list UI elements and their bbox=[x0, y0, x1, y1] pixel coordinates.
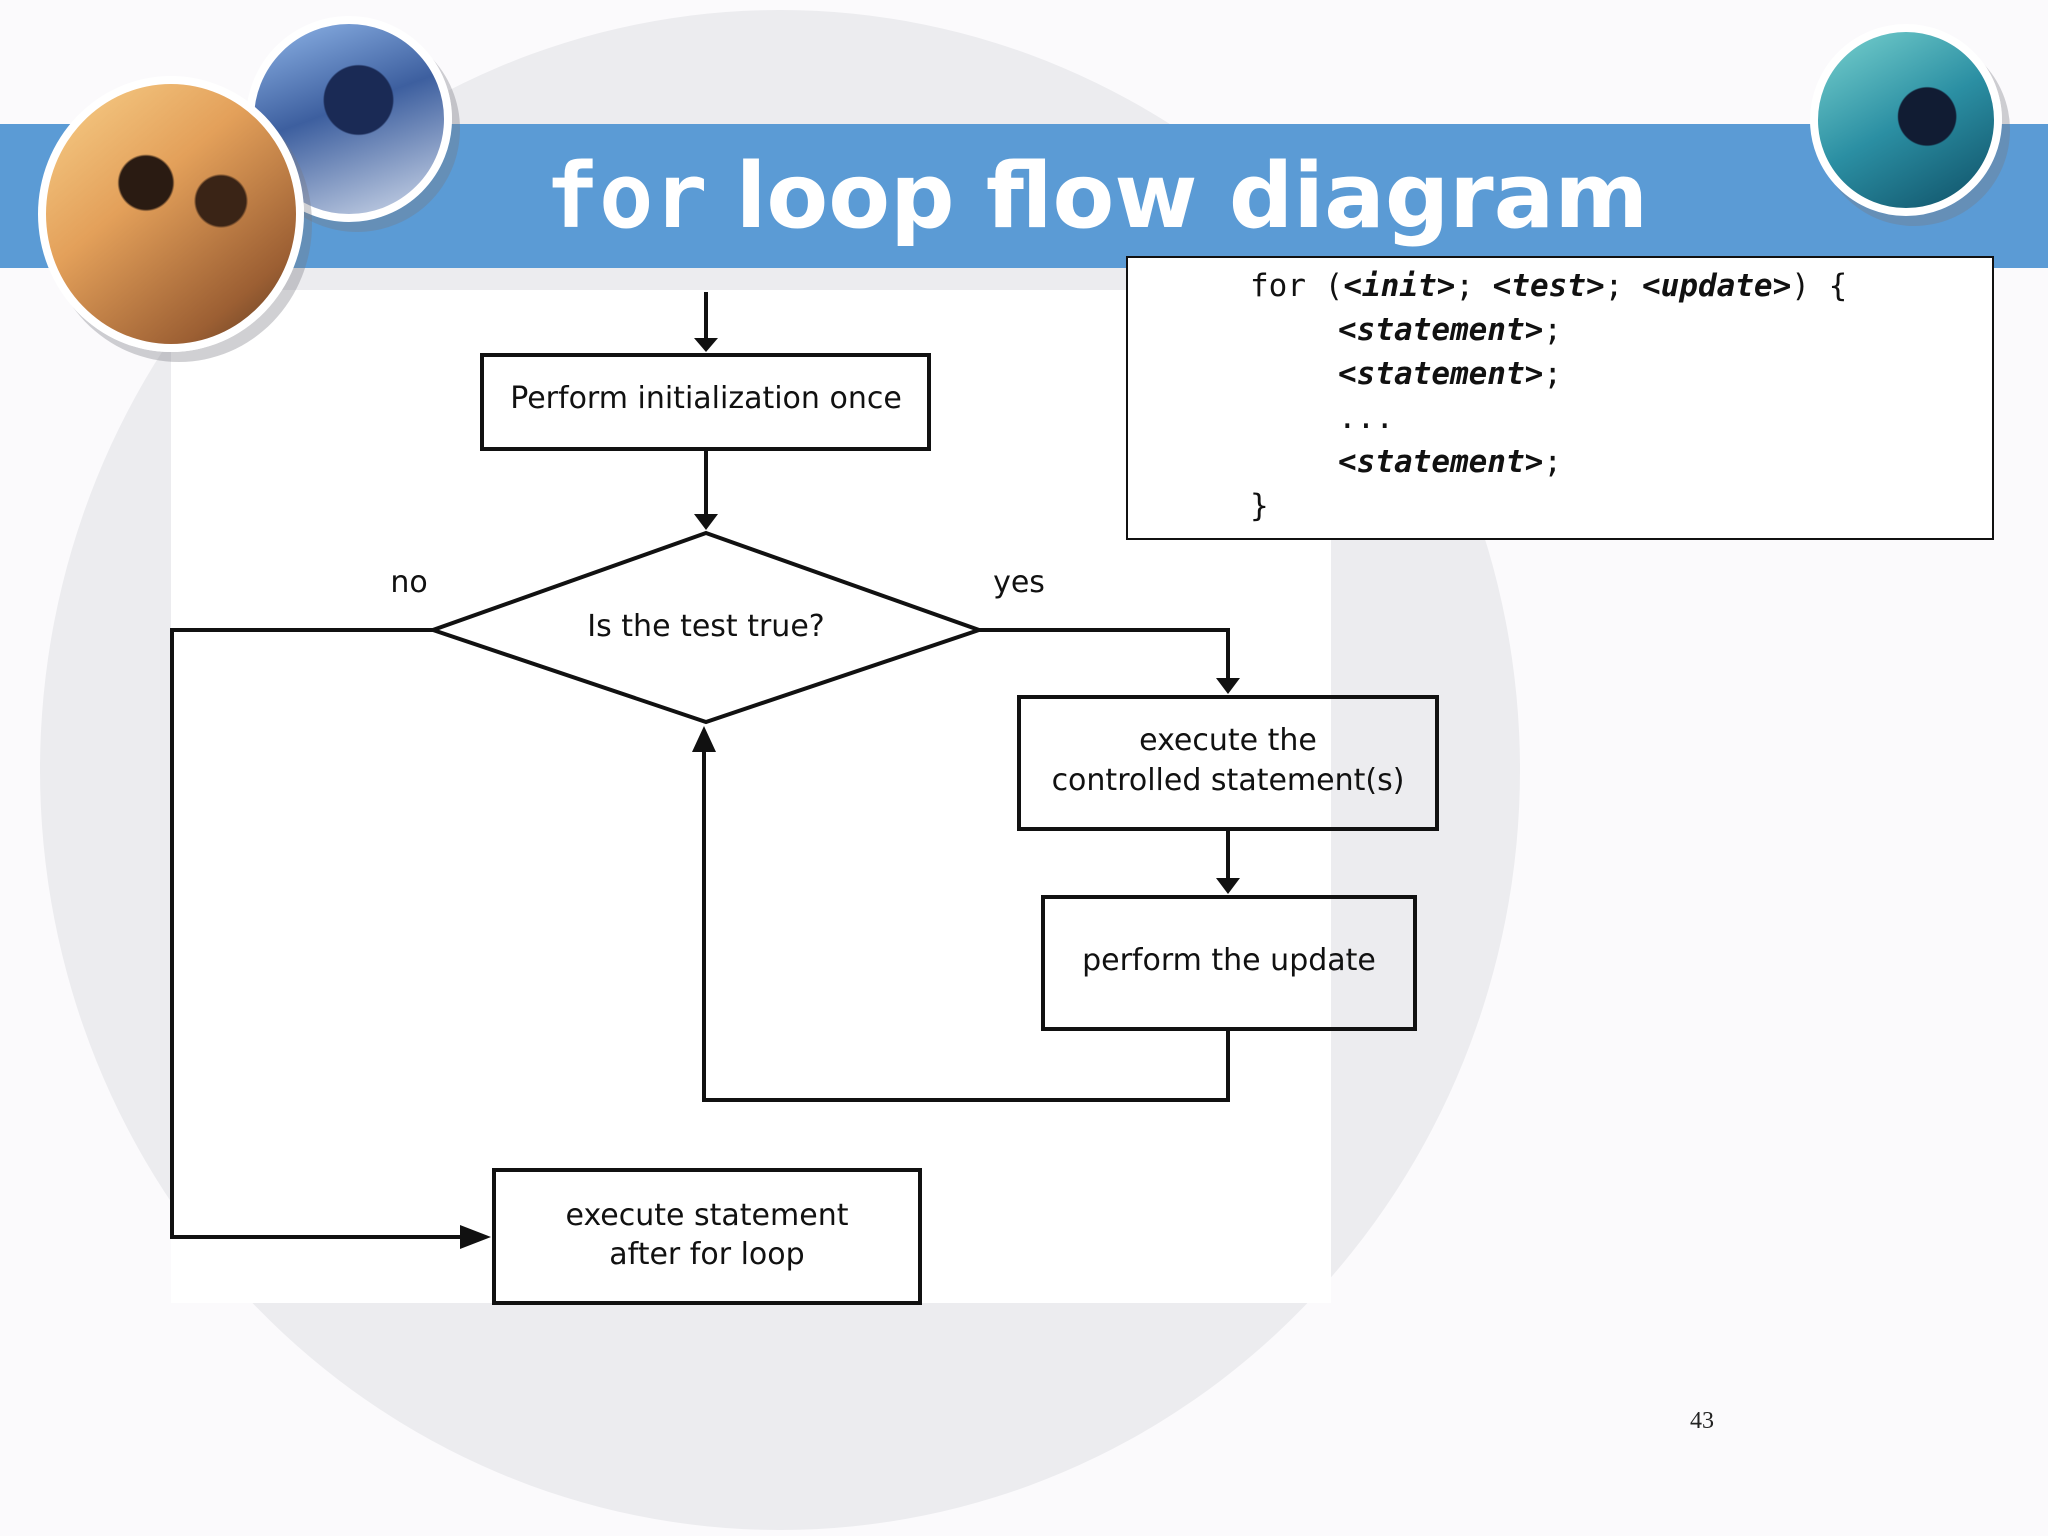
code-statement-line: <statement>; bbox=[1338, 310, 1562, 350]
code-separator: ; bbox=[1455, 268, 1493, 304]
code-line-close: } bbox=[1250, 486, 1269, 526]
init-box-label: Perform initialization once bbox=[510, 381, 902, 416]
code-statement: <statement> bbox=[1338, 312, 1544, 348]
after-loop-label-line2: after for loop bbox=[609, 1237, 804, 1272]
arrowhead bbox=[694, 338, 718, 352]
body-label-line1: execute the bbox=[1139, 723, 1317, 758]
decision-label: Is the test true? bbox=[587, 609, 824, 644]
update-box bbox=[1041, 895, 1417, 1031]
businessman-photo bbox=[1810, 24, 2002, 216]
code-ellipsis: ... bbox=[1338, 400, 1394, 436]
slide-title: for loop flow diagram bbox=[545, 124, 1648, 268]
arrowhead bbox=[1216, 878, 1240, 894]
body-box bbox=[1017, 695, 1439, 831]
page-number: 43 bbox=[1690, 1408, 1714, 1434]
team-meeting-photo bbox=[38, 76, 304, 352]
code-ellipsis-line: ... bbox=[1338, 398, 1394, 438]
code-update: <update> bbox=[1641, 268, 1792, 304]
yes-label: yes bbox=[993, 565, 1045, 600]
title-code-keyword: for bbox=[545, 143, 708, 249]
code-separator: ; bbox=[1604, 268, 1642, 304]
update-box-label: perform the update bbox=[1082, 943, 1376, 978]
arrowhead bbox=[1216, 678, 1240, 694]
code-statement: <statement> bbox=[1338, 444, 1544, 480]
code-semicolon: ; bbox=[1543, 312, 1562, 348]
code-for-open: for ( bbox=[1250, 268, 1344, 304]
arrowhead bbox=[694, 514, 718, 530]
code-statement-line: <statement>; bbox=[1338, 354, 1562, 394]
code-line-header: for (<init>; <test>; <update>) { bbox=[1250, 266, 1847, 306]
loop-back-arrow bbox=[702, 740, 1230, 1102]
code-semicolon: ; bbox=[1543, 356, 1562, 392]
yes-arrow bbox=[979, 628, 1230, 684]
code-statement-line: <statement>; bbox=[1338, 442, 1562, 482]
code-statement: <statement> bbox=[1338, 356, 1544, 392]
after-loop-label-line1: execute statement bbox=[566, 1198, 849, 1233]
body-label-line2: controlled statement(s) bbox=[1052, 763, 1405, 798]
init-box bbox=[480, 353, 931, 451]
code-semicolon: ; bbox=[1543, 444, 1562, 480]
no-label: no bbox=[390, 565, 427, 600]
after-loop-box bbox=[492, 1168, 922, 1305]
decision-diamond bbox=[426, 530, 986, 725]
code-init: <init> bbox=[1343, 268, 1456, 304]
code-brace-open: ) { bbox=[1791, 268, 1848, 304]
no-arrow bbox=[170, 628, 478, 1239]
code-test: <test> bbox=[1492, 268, 1605, 304]
code-brace-close: } bbox=[1250, 488, 1269, 524]
title-text: loop flow diagram bbox=[735, 143, 1649, 249]
for-loop-syntax-box: for (<init>; <test>; <update>) { <statem… bbox=[1126, 256, 1994, 540]
arrowhead bbox=[692, 726, 716, 752]
arrowhead bbox=[460, 1225, 491, 1249]
